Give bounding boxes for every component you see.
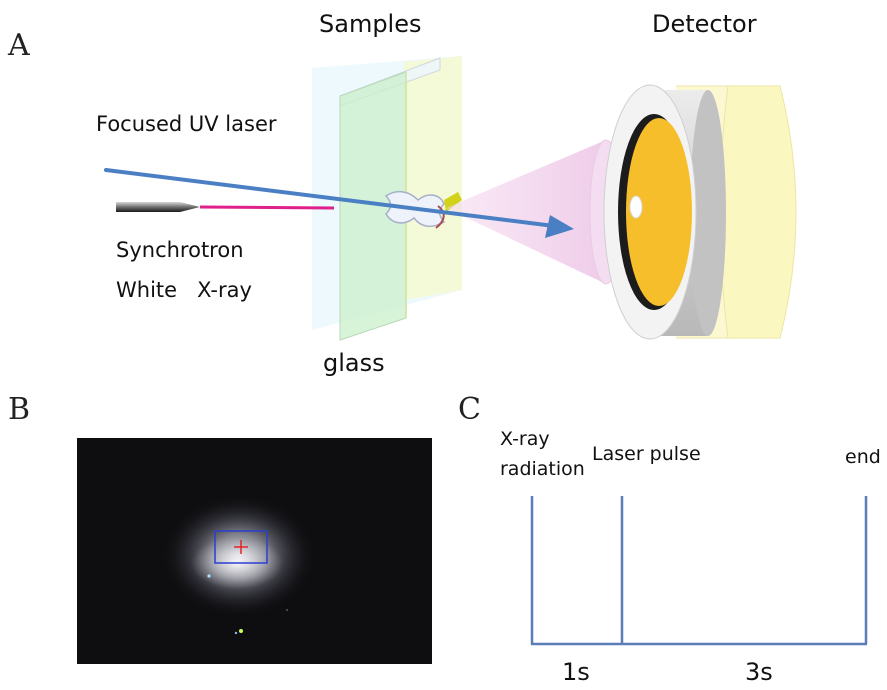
xray-source: [116, 202, 335, 212]
target-box: [214, 530, 268, 564]
interval-3s-label: 3s: [745, 658, 773, 686]
detector-label: Detector: [652, 10, 757, 38]
crystal-photo-image: [161, 494, 317, 635]
yellow-slide-face: [404, 56, 462, 300]
crystal-photo: [77, 438, 432, 664]
glass-slides: [312, 56, 462, 341]
laser-label: Focused UV laser: [96, 112, 277, 136]
timeline: [530, 496, 868, 646]
interval-1s-label: 1s: [562, 658, 590, 686]
xray-label-line1: Synchrotron: [116, 238, 244, 262]
panel-b-letter: B: [8, 392, 31, 427]
detector-face: [626, 118, 692, 306]
panel-a-letter: A: [8, 28, 30, 63]
xray-beam: [199, 205, 335, 210]
setup-diagram: [104, 56, 797, 341]
xray-radiation-label-line2: radiation: [500, 458, 585, 480]
xray-radiation-label-line1: X-ray: [500, 428, 550, 450]
xray-label-line2: White X-ray: [116, 278, 252, 302]
uv-laser: [104, 168, 574, 238]
scatter-cone: [446, 139, 623, 285]
panel-c-letter: C: [458, 392, 481, 427]
end-label: end: [845, 446, 881, 468]
laser-pulse-label: Laser pulse: [592, 443, 701, 465]
detector-hole: [629, 195, 643, 219]
needle-icon: [116, 202, 200, 212]
detector: [603, 84, 797, 340]
laser-arrowhead: [545, 215, 574, 238]
samples-label: Samples: [319, 10, 422, 38]
glass-label: glass: [323, 349, 385, 377]
